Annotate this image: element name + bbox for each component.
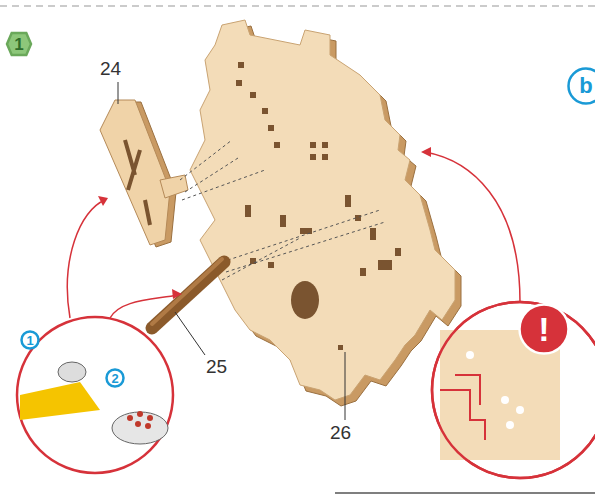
warning-circle-text: ! (538, 312, 549, 346)
step-badge: 1 (6, 32, 32, 56)
leader-line (118, 82, 119, 104)
plate (190, 20, 455, 400)
warning-circle: ! (518, 303, 570, 355)
step-badge-text: 1 (14, 36, 23, 53)
substep-circle: b (567, 67, 595, 105)
part-number: 24 (100, 58, 121, 80)
glue-dots (127, 411, 153, 429)
step-number-circle: 2 (105, 368, 125, 388)
red-arrows (67, 152, 520, 318)
arrowheads (98, 147, 431, 299)
part-number: 25 (206, 356, 227, 378)
plate-holes (236, 62, 401, 350)
step-number-circle-text: 1 (26, 334, 33, 347)
leader-line (345, 352, 346, 420)
part-24-tabs (160, 175, 188, 198)
detail-callout (17, 317, 173, 473)
step-number-circle-text: 2 (111, 372, 118, 385)
glue-brush (20, 382, 100, 420)
leader-line (175, 312, 205, 355)
part-24-face (100, 100, 170, 245)
step-number-circle: 1 (20, 330, 40, 350)
glue-pot (112, 412, 168, 444)
part-25 (152, 262, 224, 328)
part-25-highlight (152, 259, 222, 324)
substep-circle-text: b (579, 75, 592, 97)
part-number: 26 (330, 422, 351, 444)
glue-bottle (58, 362, 86, 382)
part-24-slots (125, 140, 150, 225)
detail-callout-ring (432, 302, 595, 478)
rule-line (335, 492, 595, 494)
detail-holes (466, 351, 524, 429)
detail-outline (440, 375, 485, 440)
guide-lines (180, 140, 385, 280)
detail-callout (432, 302, 595, 478)
dashed-border (0, 5, 595, 7)
